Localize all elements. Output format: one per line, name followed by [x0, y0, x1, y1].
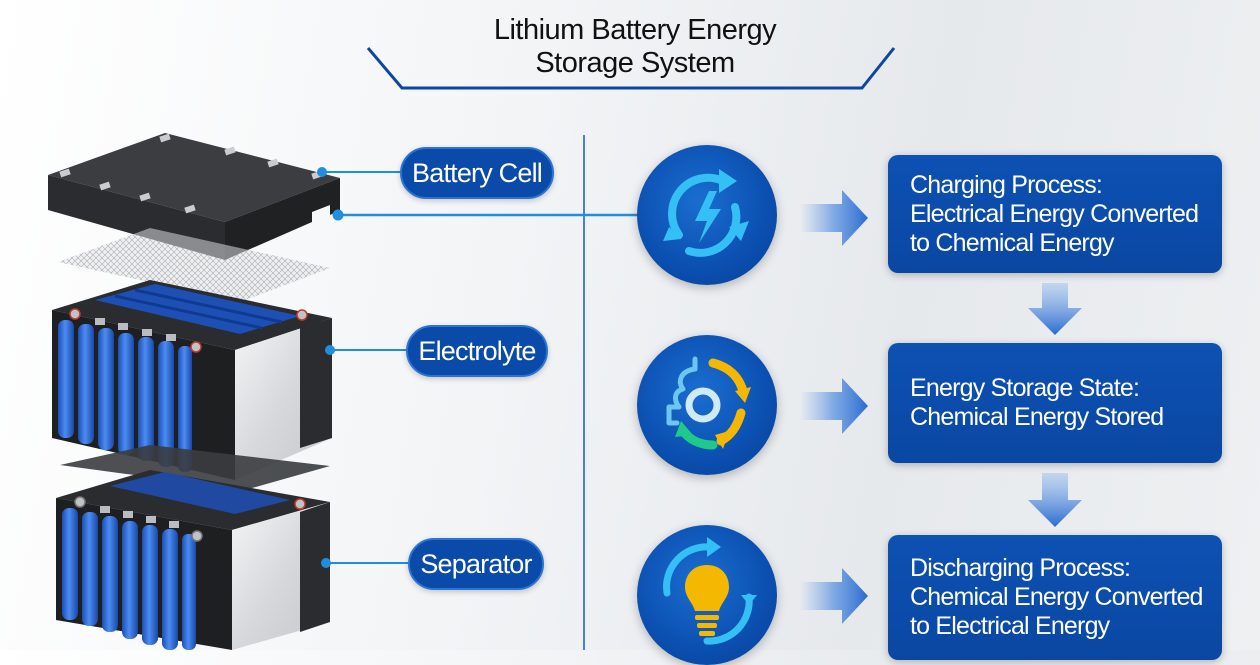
label-text: Battery Cell	[412, 158, 543, 188]
arrow-down-1	[1028, 283, 1082, 335]
arrow-right-2	[800, 378, 868, 434]
flow-arrows-down	[1028, 283, 1082, 527]
discharging-lightbulb-cycle-icon	[637, 525, 777, 665]
process-box-storage: Energy Storage State: Chemical Energy St…	[888, 343, 1222, 463]
label-text: Electrolyte	[418, 336, 536, 366]
process-text-line: to Electrical Energy	[910, 612, 1110, 640]
separator-sheet	[60, 445, 330, 490]
label-separator: Separator	[408, 538, 544, 590]
process-text-line: Energy Storage State:	[910, 374, 1140, 402]
arrow-right-1	[800, 190, 868, 246]
page-title: Lithium Battery Energy Storage System	[430, 14, 840, 80]
process-text-line: Discharging Process:	[910, 554, 1131, 582]
battery-module-lower	[56, 470, 330, 650]
arrow-right-3	[800, 568, 868, 624]
label-electrolyte: Electrolyte	[406, 325, 548, 377]
process-box-charging: Charging Process: Electrical Energy Conv…	[888, 155, 1222, 273]
energy-storage-cycle-icon	[637, 335, 777, 475]
battery-module-upper	[52, 280, 332, 480]
header-decoration	[40, 46, 1200, 90]
title-line-1: Lithium Battery Energy	[493, 14, 777, 46]
arrow-down-2	[1028, 473, 1082, 527]
battery-diagram	[48, 133, 1082, 650]
connectors	[317, 167, 640, 568]
flow-arrows-right	[800, 190, 868, 624]
mesh-sheet	[58, 228, 330, 302]
charging-cycle-lightning-icon	[637, 145, 777, 285]
process-text-line: Charging Process:	[910, 170, 1103, 199]
process-box-discharging: Discharging Process: Chemical Energy Con…	[888, 535, 1222, 660]
process-text-line: Chemical Energy Stored	[910, 403, 1164, 431]
label-text: Separator	[420, 549, 532, 579]
label-battery-cell: Battery Cell	[400, 147, 554, 199]
title-line-2: Storage System	[535, 47, 735, 79]
process-text-line: Chemical Energy Converted	[910, 583, 1203, 611]
header-line-center	[366, 47, 896, 90]
process-text-line: to Chemical Energy	[910, 228, 1115, 257]
process-text-line: Electrical Energy Converted	[910, 199, 1199, 228]
